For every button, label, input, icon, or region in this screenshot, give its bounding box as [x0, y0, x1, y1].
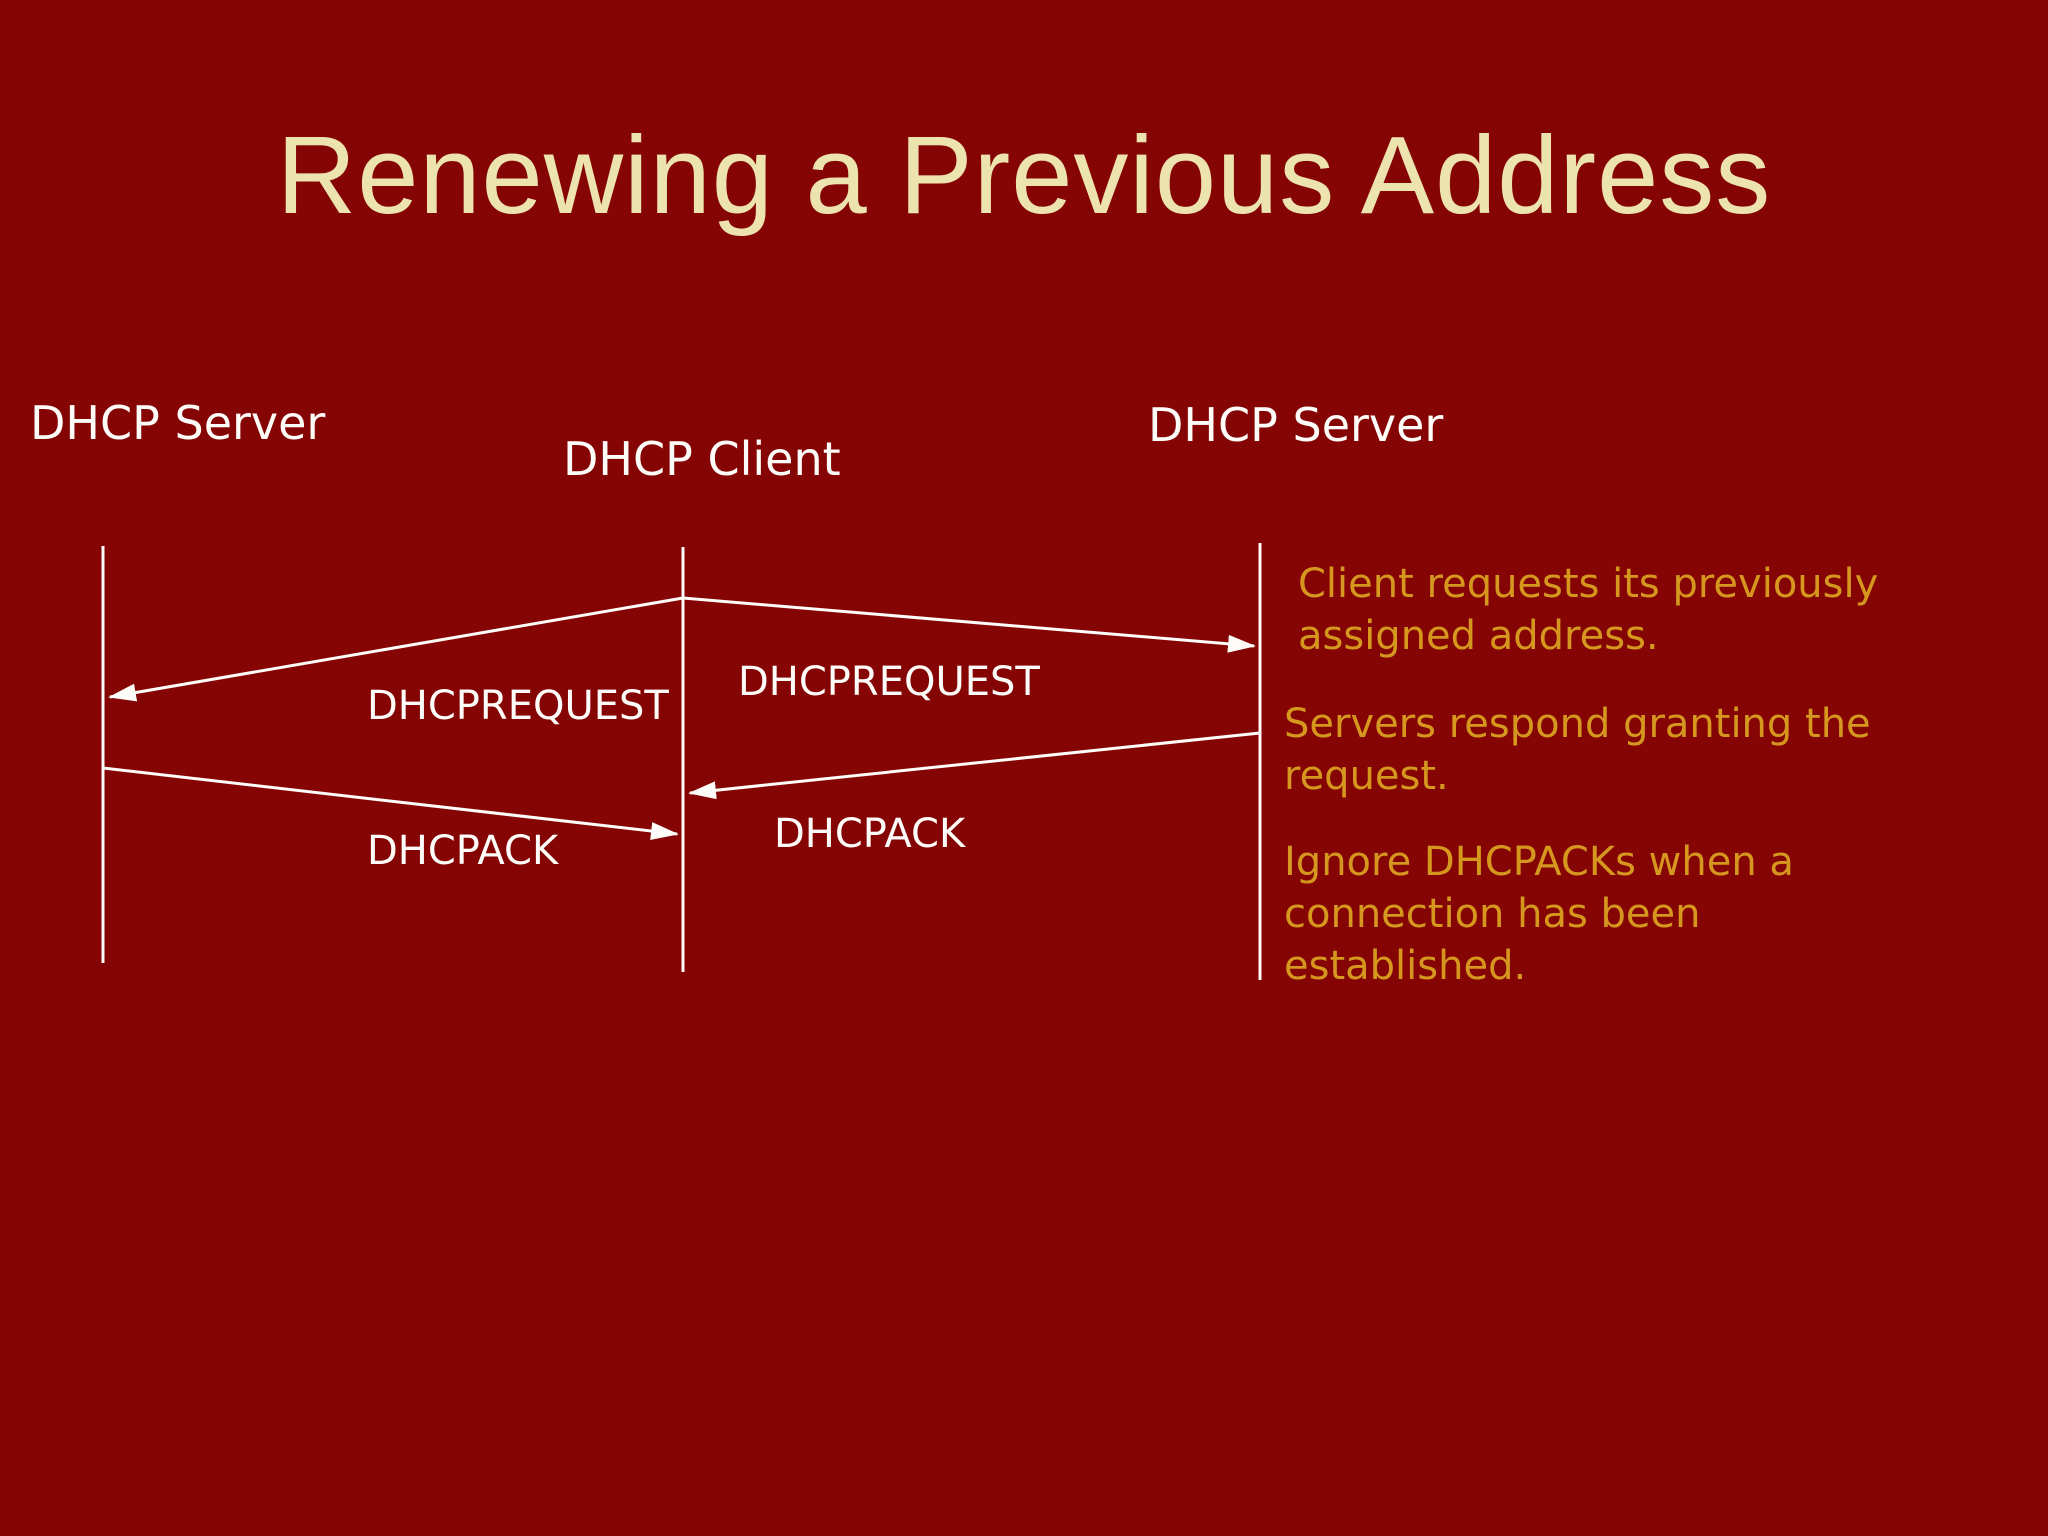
page-title: Renewing a Previous Address: [276, 114, 1772, 237]
annotation-line: request.: [1284, 753, 1449, 799]
message-label-dhcpack-left: DHCPACK: [367, 828, 559, 874]
annotation-line: assigned address.: [1298, 613, 1659, 659]
actor-label-dhcp-client: DHCP Client: [563, 432, 841, 486]
annotation-line: connection has been: [1284, 891, 1701, 937]
arrow-dhcprequest-to-right-server: [682, 596, 1256, 653]
annotation-client-requests: Client requests its previously assigned …: [1298, 558, 1878, 662]
annotation-line: Servers respond granting the: [1284, 701, 1871, 747]
actor-label-dhcp-server-right: DHCP Server: [1148, 398, 1444, 452]
message-label-dhcpack-right: DHCPACK: [774, 811, 966, 857]
arrow-dhcpack-from-left-server: [102, 766, 679, 840]
arrow-dhcpack-from-right-server: [688, 731, 1261, 800]
annotation-line: Ignore DHCPACKs when a: [1284, 839, 1794, 885]
actor-label-dhcp-server-left: DHCP Server: [30, 396, 326, 450]
annotation-ignore-dhcpacks: Ignore DHCPACKs when a connection has be…: [1284, 836, 1794, 992]
annotation-line: established.: [1284, 943, 1527, 989]
annotation-line: Client requests its previously: [1298, 561, 1879, 607]
message-label-dhcprequest-left: DHCPREQUEST: [367, 683, 669, 729]
annotation-servers-respond: Servers respond granting the request.: [1284, 698, 1871, 802]
arrow-dhcprequest-to-left-server: [108, 596, 684, 702]
message-label-dhcprequest-right: DHCPREQUEST: [738, 659, 1040, 705]
